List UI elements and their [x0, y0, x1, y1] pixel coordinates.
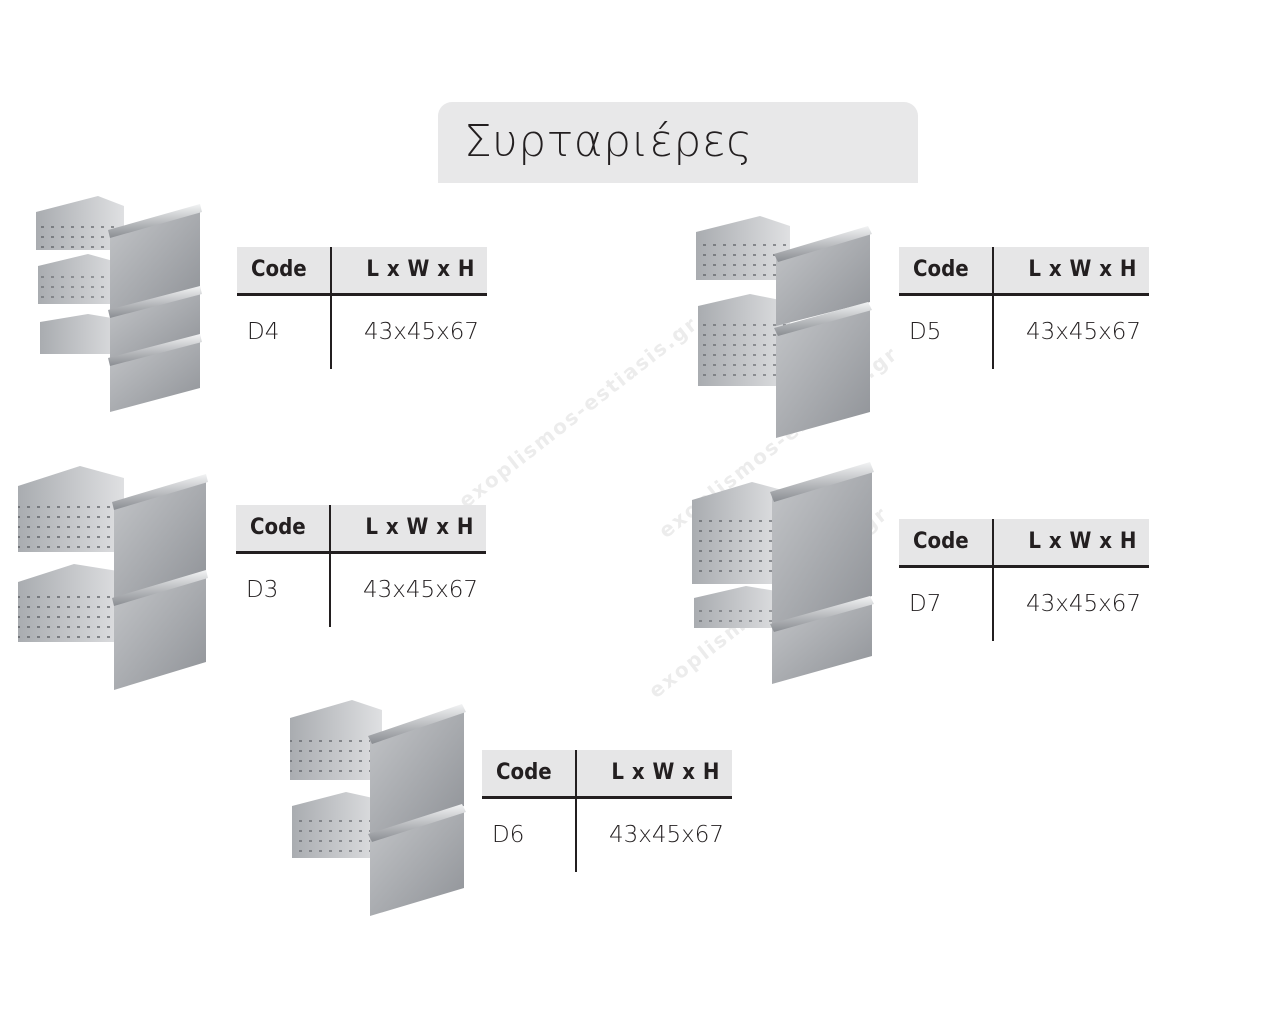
product-code: D6	[492, 822, 525, 848]
drawer-d4-image	[36, 196, 202, 412]
header-code: Code	[250, 515, 306, 540]
table-header: Code L x W x H	[899, 247, 1149, 296]
spec-table-d4: Code L x W x H D4 43x45x67	[237, 247, 487, 371]
drawer-d3-image	[18, 466, 208, 690]
page-title: Συρταριέρες	[464, 116, 753, 167]
product-code: D5	[909, 319, 942, 345]
product-dimensions: 43x45x67	[363, 319, 479, 345]
header-dimensions: L x W x H	[611, 760, 720, 785]
drawer-d5-image	[696, 216, 872, 438]
header-dimensions: L x W x H	[1028, 529, 1137, 554]
divider	[992, 247, 994, 369]
spec-table-d5: Code L x W x H D5 43x45x67	[899, 247, 1149, 371]
product-dimensions: 43x45x67	[1025, 591, 1141, 617]
drawer-d6-image	[290, 700, 466, 916]
table-header: Code L x W x H	[899, 519, 1149, 568]
product-code: D7	[909, 591, 942, 617]
product-dimensions: 43x45x67	[608, 822, 724, 848]
table-header: Code L x W x H	[482, 750, 732, 799]
header-dimensions: L x W x H	[366, 257, 475, 282]
spec-table-d3: Code L x W x H D3 43x45x67	[236, 505, 486, 629]
divider	[575, 750, 577, 872]
header-code: Code	[251, 257, 307, 282]
table-header: Code L x W x H	[237, 247, 487, 296]
drawer-d7-image	[692, 462, 874, 684]
product-dimensions: 43x45x67	[362, 577, 478, 603]
table-header: Code L x W x H	[236, 505, 486, 554]
header-dimensions: L x W x H	[1028, 257, 1137, 282]
divider	[992, 519, 994, 641]
spec-table-d6: Code L x W x H D6 43x45x67	[482, 750, 732, 874]
title-banner: Συρταριέρες	[438, 102, 918, 183]
divider	[329, 505, 331, 627]
product-code: D4	[247, 319, 280, 345]
watermark: exoplismos-estiasis.gr	[454, 311, 703, 513]
product-code: D3	[246, 577, 279, 603]
header-code: Code	[913, 257, 969, 282]
header-code: Code	[496, 760, 552, 785]
header-code: Code	[913, 529, 969, 554]
product-dimensions: 43x45x67	[1025, 319, 1141, 345]
spec-table-d7: Code L x W x H D7 43x45x67	[899, 519, 1149, 643]
header-dimensions: L x W x H	[365, 515, 474, 540]
divider	[330, 247, 332, 369]
